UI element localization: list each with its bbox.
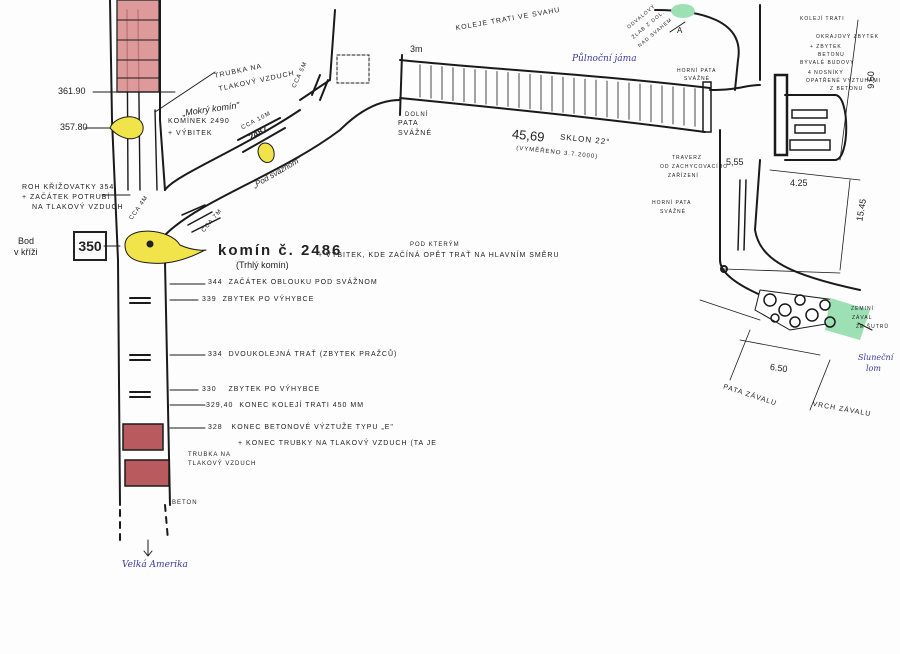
station-text: + konec trubky na tlakový vzduch (ta je: [238, 440, 437, 447]
main-chimney-note-above: pod kterým: [410, 242, 460, 248]
incline-width: 3m: [410, 44, 423, 54]
corner-note-1: Roh křižovatky 354: [22, 184, 115, 191]
wall-note-4: bývalé budovy: [800, 60, 855, 66]
north-pit-label: Půlnoční jáma: [572, 54, 637, 64]
point-value-box: 350: [73, 231, 107, 261]
corner-note-3: na tlakový vzduch: [32, 204, 124, 211]
station-row: 328 konec betonové výztuže typu „E": [208, 424, 394, 431]
sun-quarry-1: Sluneční: [858, 353, 894, 362]
point-a: A: [677, 26, 683, 35]
collapsed-note-1: Zeminí: [851, 306, 874, 312]
station-value: 334: [208, 351, 223, 358]
main-chimney-subtitle: (Trhlý komín): [236, 260, 289, 270]
brick-lining: [116, 0, 170, 487]
bottom-foot-1: Dolní: [405, 112, 429, 118]
collapsed-note-3: ze šutrů: [856, 324, 889, 330]
beton-label: beton: [172, 500, 198, 506]
branch-road: [164, 9, 401, 236]
station-row: 329,40 konec kolejí trati 450 mm: [206, 402, 364, 409]
station-text: začátek oblouku pod svážnom: [228, 279, 378, 286]
station-row: 339 zbytek po výhybce: [202, 296, 314, 303]
chimney-2490-label: komínek 2490: [168, 118, 230, 125]
incline-track: [399, 54, 712, 133]
station-row: 334 dvoukolejná trať (zbytek pražců): [208, 351, 397, 358]
station-text: zbytek po výhybce: [228, 386, 321, 393]
right-rails-note: kolejí trati: [800, 16, 845, 22]
dim-425: 4.25: [790, 178, 808, 188]
point-label-2: v kříži: [14, 247, 38, 257]
velka-amerika-label: Velká Amerika: [122, 560, 188, 570]
station-value: 344: [208, 279, 223, 286]
station-text: konec kolejí trati 450 mm: [239, 402, 365, 409]
leader-lines: [84, 71, 216, 429]
rock-pile: [754, 289, 870, 340]
traverse-2: od zachycovacího: [660, 164, 729, 170]
station-text: dvoukolejná trať (zbytek pražců): [228, 351, 398, 358]
track-ticks: [129, 297, 151, 398]
station-value: 329,40: [206, 402, 234, 409]
dim-555: 5,55: [726, 157, 744, 167]
wall-note-1: okrajový zbytek: [816, 34, 880, 40]
chimney-2490-plus: + výbitek: [168, 130, 213, 137]
station-value: 328: [208, 424, 223, 431]
bottom-foot-2: pata: [398, 120, 419, 127]
pipe-note-bottom-1: Trubka na: [188, 452, 232, 458]
station-text: konec betonové výztuže typu „E": [231, 424, 394, 431]
sun-quarry-2: lom: [866, 364, 881, 373]
pipe-note-bottom-2: tlakový vzduch: [188, 461, 257, 467]
main-corridor: [109, 0, 171, 541]
brackets-note-1: 4 nosníky: [808, 70, 844, 76]
dim-950: 9.50: [865, 71, 876, 89]
collapsed-note-2: zával: [852, 315, 873, 321]
elevation-357: 357.80: [60, 122, 88, 132]
point-label-1: Bod: [18, 236, 35, 246]
traverse-3: zařízení: [668, 173, 699, 179]
brackets-note-3: z betonu: [830, 86, 864, 92]
station-row: 344 začátek oblouku pod svážnom: [208, 279, 378, 286]
incline-sleepers: [419, 64, 696, 127]
bottom-foot-3: svážné: [398, 130, 433, 137]
upper-foot-bottom-2: svážné: [660, 209, 687, 215]
upper-foot-bottom-1: Horní pata: [652, 200, 692, 206]
upper-foot-top-1: Horní pata: [677, 68, 717, 74]
dimension-lines: [699, 19, 861, 411]
station-value: 339: [202, 296, 217, 303]
corner-note-2: + začátek potrubí: [22, 194, 111, 201]
station-row: + konec trubky na tlakový vzduch (ta je: [238, 440, 437, 447]
chimney-markers: [109, 116, 275, 264]
wall-note-2: + zbytek: [810, 44, 842, 50]
main-chimney-title: komín č. 2486: [218, 242, 343, 259]
upper-foot-top-2: svážné: [684, 76, 711, 82]
station-value: 330: [202, 386, 217, 393]
station-text: zbytek po výhybce: [222, 296, 315, 303]
main-chimney-note: + výbitek, kde začíná opět trať na hlavn…: [318, 252, 560, 259]
traverse-1: Traverz: [672, 155, 702, 161]
elevation-361: 361.90: [58, 86, 86, 96]
station-row: 330 zbytek po výhybce: [202, 386, 320, 393]
arrows: [143, 21, 873, 557]
wall-note-3: betonu: [818, 52, 845, 58]
brackets-note-2: opatřené výztuhami: [806, 78, 882, 84]
north-pit-green: [671, 4, 695, 18]
